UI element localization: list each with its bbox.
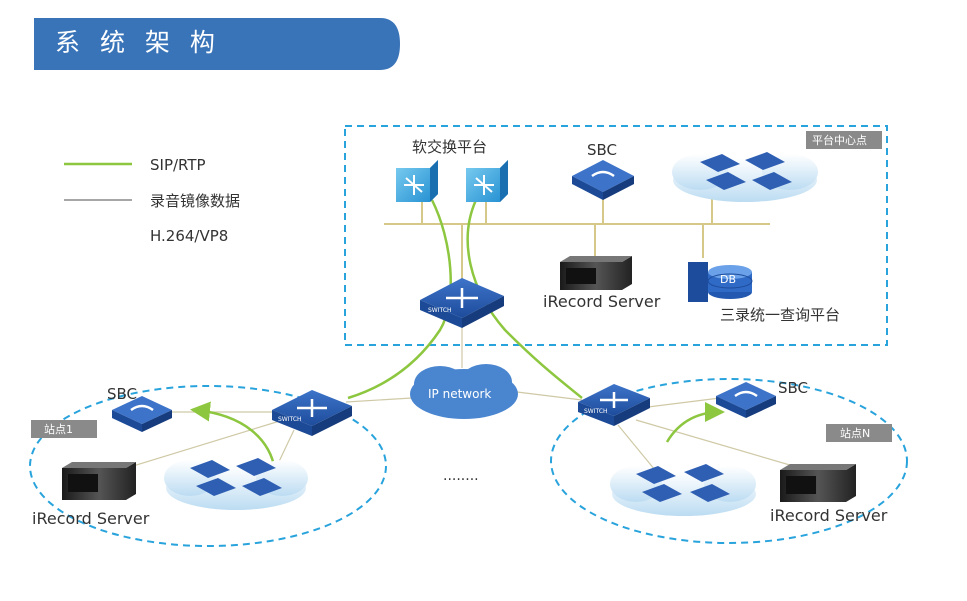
siteN-switch-label: SWITCH [584, 408, 608, 415]
site1-zone [29, 385, 387, 547]
softswitch-icon-1 [396, 160, 438, 202]
center-irecord-label: iRecord Server [543, 292, 661, 311]
sip-lines [190, 199, 725, 471]
site1-sbc-icon [112, 396, 172, 432]
siteN-sbc-label: SBC [778, 379, 808, 397]
legend-mirror-label: 录音镜像数据 [150, 192, 240, 210]
site1-phones-icon [190, 458, 282, 496]
center-phones-icon [700, 152, 792, 190]
site1-irecord-server-icon [62, 462, 136, 500]
center-irecord-server-icon [560, 256, 632, 290]
center-switch-label: SWITCH [428, 307, 452, 314]
database-icon [688, 262, 753, 302]
site1-irecord-label: iRecord Server [32, 509, 150, 528]
sites-ellipsis: ........ [443, 468, 479, 484]
ip-network-cloud [410, 364, 518, 419]
legend: SIP/RTP 录音镜像数据 H.264/VP8 [64, 156, 240, 245]
center-sbc-label: SBC [587, 141, 617, 159]
legend-video-label: H.264/VP8 [150, 227, 228, 245]
site1-switch-label: SWITCH [278, 416, 302, 423]
siteN-irecord-server-icon [780, 464, 856, 502]
siteN-tag-bg [826, 424, 892, 442]
siteN-tag: 站点N [840, 426, 870, 440]
connection-lines [384, 196, 770, 280]
siteN-sbc-icon [716, 382, 776, 418]
siteN-switch-icon [578, 384, 650, 426]
center-switch-icon [420, 278, 504, 328]
siteN-zone [550, 378, 908, 544]
legend-sip-label: SIP/RTP [150, 156, 206, 174]
site1-tag: 站点1 [44, 422, 73, 436]
center-phones-cloud [672, 154, 818, 202]
siteN-irecord-label: iRecord Server [770, 506, 888, 525]
page-title: 系 统 架 构 [55, 28, 221, 57]
site1-switch-icon [272, 390, 352, 436]
center-tag: 平台中心点 [812, 133, 867, 147]
softswitch-icon-2 [466, 160, 508, 202]
db-label: DB [720, 273, 736, 286]
siteN-phones-cloud [610, 466, 756, 516]
ip-network-label: IP network [428, 387, 491, 401]
site1-tag-bg [31, 420, 97, 438]
query-platform-label: 三录统一查询平台 [720, 306, 840, 324]
site1-sbc-label: SBC [107, 385, 137, 403]
siteN-phones-icon [636, 464, 730, 502]
site1-phones-cloud [164, 460, 308, 510]
center-sbc-icon [572, 160, 634, 200]
center-tag-bg [806, 131, 882, 149]
center-zone [344, 125, 888, 346]
softswitch-label: 软交换平台 [412, 138, 487, 156]
